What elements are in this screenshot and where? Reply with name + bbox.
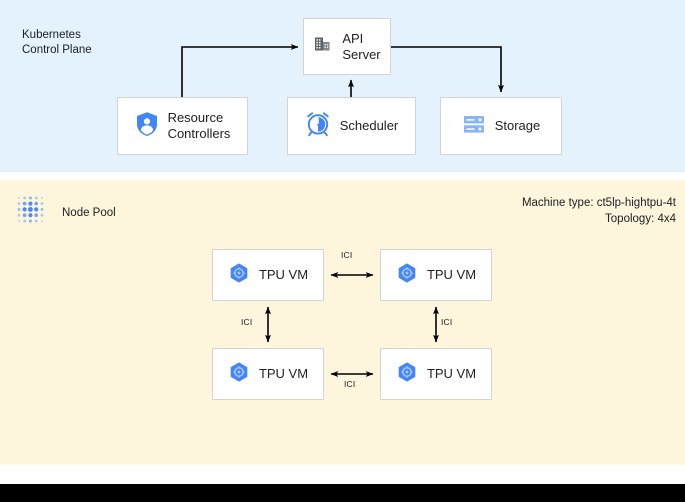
tpu-vm-top-left-label: TPU VM bbox=[258, 267, 309, 282]
control-plane-title: Kubernetes Control Plane bbox=[22, 29, 92, 56]
resource-controllers-label: Resource Controllers bbox=[167, 110, 231, 141]
ici-label-bottom: ICI bbox=[344, 379, 356, 389]
api-server-box[interactable]: API Server bbox=[303, 18, 391, 75]
tpu-hexagon-icon bbox=[396, 361, 418, 388]
ici-label-right: ICI bbox=[441, 317, 453, 327]
tpu-vm-bottom-left-box[interactable]: TPU VM bbox=[212, 348, 324, 400]
node-pool-panel bbox=[0, 180, 685, 465]
scheduler-label: Scheduler bbox=[339, 118, 399, 133]
footer-bar bbox=[0, 484, 685, 502]
tpu-vm-top-right-label: TPU VM bbox=[426, 267, 477, 282]
topology-text: Topology: 4x4 bbox=[605, 213, 676, 225]
machine-type-text: Machine type: ct5lp-hightpu-4t bbox=[521, 197, 676, 209]
tpu-vm-bottom-left-label: TPU VM bbox=[258, 366, 309, 381]
storage-box[interactable]: Storage bbox=[440, 97, 562, 155]
alarm-clock-icon bbox=[305, 111, 331, 142]
tpu-vm-top-left-box[interactable]: TPU VM bbox=[212, 249, 324, 301]
server-storage-icon bbox=[462, 112, 486, 141]
tpu-hexagon-icon bbox=[228, 262, 250, 289]
tpu-hexagon-icon bbox=[396, 262, 418, 289]
tpu-hexagon-icon bbox=[228, 361, 250, 388]
tpu-vm-top-right-box[interactable]: TPU VM bbox=[380, 249, 492, 301]
tpu-vm-bottom-right-label: TPU VM bbox=[426, 366, 477, 381]
ici-label-top: ICI bbox=[341, 250, 353, 260]
storage-label: Storage bbox=[494, 118, 541, 133]
node-pool-label: Node Pool bbox=[62, 206, 116, 219]
ici-label-left: ICI bbox=[241, 317, 253, 327]
scheduler-box[interactable]: Scheduler bbox=[287, 97, 416, 155]
node-pool-metadata: Machine type: ct5lp-hightpu-4t Topology:… bbox=[522, 195, 676, 227]
resource-controllers-box[interactable]: Resource Controllers bbox=[117, 97, 248, 155]
tpu-vm-bottom-right-box[interactable]: TPU VM bbox=[380, 348, 492, 400]
node-pool-header: Node Pool bbox=[14, 193, 116, 232]
shield-person-icon bbox=[135, 111, 159, 142]
building-icon bbox=[313, 34, 333, 59]
api-server-label: API Server bbox=[342, 30, 381, 62]
dot-grid-icon bbox=[14, 193, 48, 232]
